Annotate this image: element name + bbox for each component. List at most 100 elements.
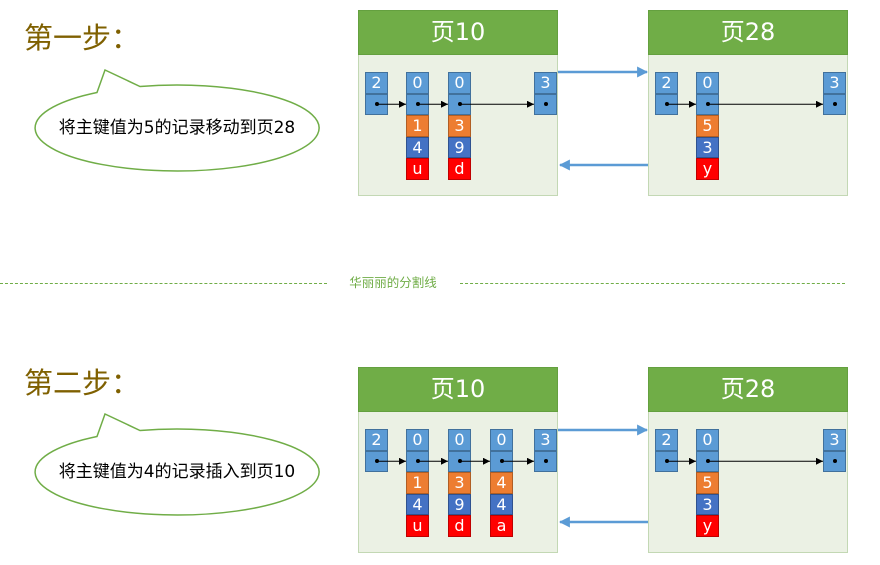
next-record-pointer-cell — [406, 93, 429, 115]
record-type-cell: 3 — [534, 429, 557, 451]
record-type-cell: 2 — [655, 429, 678, 451]
step-1-page-10: 页10 2 0 1 4 u 0 3 9 d 3 — [358, 10, 558, 196]
record-type-cell: 0 — [406, 429, 429, 451]
third-column-cell: u — [406, 158, 429, 180]
next-record-pointer-cell — [365, 93, 388, 115]
pointer-dot — [457, 459, 462, 464]
infimum-record: 2 — [655, 429, 678, 472]
primary-key-cell: 3 — [448, 472, 471, 494]
infimum-record: 2 — [365, 72, 388, 115]
pointer-dot — [415, 102, 420, 107]
third-column-cell: y — [696, 515, 719, 537]
third-column-cell: a — [490, 515, 513, 537]
second-column-cell: 3 — [696, 136, 719, 158]
user-record: 0 3 9 d — [448, 72, 471, 180]
primary-key-cell: 4 — [490, 472, 513, 494]
pointer-dot — [374, 459, 379, 464]
second-column-cell: 4 — [406, 136, 429, 158]
step-2-page-28: 页28 2 0 5 3 y 3 — [648, 367, 848, 553]
record-type-cell: 3 — [534, 72, 557, 94]
record-type-cell: 0 — [696, 72, 719, 94]
page-body — [648, 412, 848, 553]
next-record-pointer-cell — [534, 450, 557, 472]
divider-label: 华丽丽的分割线 — [349, 275, 437, 290]
next-record-pointer-cell — [448, 450, 471, 472]
step-1-page-28: 页28 2 0 5 3 y 3 — [648, 10, 848, 196]
second-column-cell: 4 — [490, 493, 513, 515]
record-type-cell: 2 — [365, 72, 388, 94]
primary-key-cell: 3 — [448, 115, 471, 137]
next-record-pointer-cell — [406, 450, 429, 472]
next-record-pointer-cell — [534, 93, 557, 115]
record-type-cell: 2 — [655, 72, 678, 94]
record-type-cell: 0 — [406, 72, 429, 94]
page-title: 页28 — [648, 367, 848, 412]
pointer-dot — [543, 459, 548, 464]
record-type-cell: 0 — [448, 72, 471, 94]
second-column-cell: 9 — [448, 136, 471, 158]
third-column-cell: d — [448, 158, 471, 180]
primary-key-cell: 5 — [696, 472, 719, 494]
pointer-dot — [457, 102, 462, 107]
step-2-speech-bubble — [34, 412, 320, 516]
divider-line-left — [0, 283, 327, 284]
pointer-dot — [415, 459, 420, 464]
next-record-pointer-cell — [655, 93, 678, 115]
record-type-cell: 0 — [490, 429, 513, 451]
step-1-speech-bubble — [34, 68, 320, 172]
pointer-dot — [543, 102, 548, 107]
pointer-dot — [374, 102, 379, 107]
page-title: 页10 — [358, 367, 558, 412]
primary-key-cell: 1 — [406, 115, 429, 137]
second-column-cell: 4 — [406, 493, 429, 515]
step-1-note: 将主键值为5的记录移动到页28 — [58, 118, 296, 138]
third-column-cell: y — [696, 158, 719, 180]
third-column-cell: d — [448, 515, 471, 537]
record-type-cell: 3 — [823, 429, 846, 451]
page-body — [648, 55, 848, 196]
supremum-record: 3 — [534, 72, 557, 115]
record-type-cell: 2 — [365, 429, 388, 451]
next-record-pointer-cell — [823, 450, 846, 472]
primary-key-cell: 1 — [406, 472, 429, 494]
supremum-record: 3 — [823, 72, 846, 115]
user-record: 0 1 4 u — [406, 72, 429, 180]
pointer-dot — [832, 102, 837, 107]
next-record-pointer-cell — [696, 93, 719, 115]
infimum-record: 2 — [365, 429, 388, 472]
next-record-pointer-cell — [696, 450, 719, 472]
pointer-dot — [705, 102, 710, 107]
page-title: 页10 — [358, 10, 558, 55]
primary-key-cell: 5 — [696, 115, 719, 137]
next-record-pointer-cell — [448, 93, 471, 115]
user-record: 0 5 3 y — [696, 72, 719, 180]
next-record-pointer-cell — [655, 450, 678, 472]
infimum-record: 2 — [655, 72, 678, 115]
third-column-cell: u — [406, 515, 429, 537]
next-record-pointer-cell — [823, 93, 846, 115]
step-2-page-10: 页10 2 0 1 4 u 0 3 9 d 0 4 4 a 3 — [358, 367, 558, 553]
page-title: 页28 — [648, 10, 848, 55]
second-column-cell: 9 — [448, 493, 471, 515]
inserted-user-record: 0 4 4 a — [490, 429, 513, 537]
user-record: 0 3 9 d — [448, 429, 471, 537]
supremum-record: 3 — [823, 429, 846, 472]
record-type-cell: 3 — [823, 72, 846, 94]
pointer-dot — [664, 459, 669, 464]
next-record-pointer-cell — [365, 450, 388, 472]
second-column-cell: 3 — [696, 493, 719, 515]
next-record-pointer-cell — [490, 450, 513, 472]
user-record: 0 5 3 y — [696, 429, 719, 537]
user-record: 0 1 4 u — [406, 429, 429, 537]
supremum-record: 3 — [534, 429, 557, 472]
step-1-label: 第一步： — [24, 21, 141, 55]
step-2-label: 第二步： — [24, 366, 141, 400]
step-2-note: 将主键值为4的记录插入到页10 — [58, 462, 296, 482]
record-type-cell: 0 — [696, 429, 719, 451]
record-type-cell: 0 — [448, 429, 471, 451]
pointer-dot — [664, 102, 669, 107]
pointer-dot — [705, 459, 710, 464]
pointer-dot — [499, 459, 504, 464]
